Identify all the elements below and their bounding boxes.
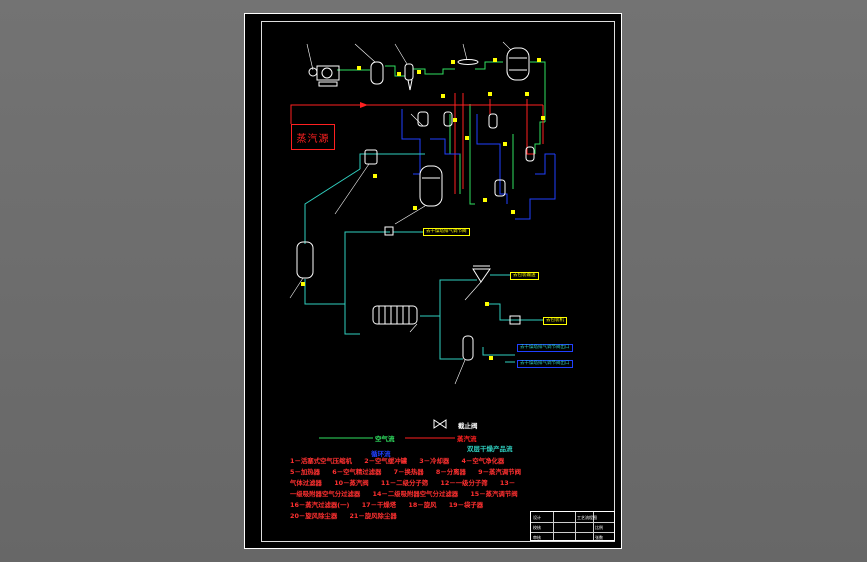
dry-product-pipes [304, 153, 543, 363]
part-item: 5－加热器 [290, 468, 321, 476]
air-pipe-cooler-separator [413, 68, 455, 75]
part-item: 9－蒸汽调节阀 [478, 468, 521, 476]
part-item: 18－旋风 [408, 501, 437, 509]
air-purifier [457, 59, 479, 65]
title-block-sheets: 张数 [595, 535, 603, 540]
air-pipe-down-a [469, 104, 475, 205]
rotary-dryer [372, 305, 418, 325]
part-item: 15－蒸汽调节阀 [470, 490, 518, 498]
heat-exchanger [364, 149, 378, 165]
part-item: 11－二级分子筛 [380, 479, 429, 487]
valve-markers [301, 58, 545, 360]
product-label-2: 去包装输送 [510, 272, 539, 280]
part-item: 1－活塞式空气压缩机 [290, 457, 352, 465]
part-item: 气体过滤器 [290, 479, 322, 487]
vessel-d [525, 146, 535, 162]
product-pipe-branch-up [344, 231, 390, 304]
product-pipe-dryer-down [439, 316, 463, 360]
circ-pipe-upper [430, 138, 460, 155]
circ-pipe-left [401, 109, 408, 140]
part-item: 17－干燥塔 [361, 501, 397, 509]
product-pipe-out-3 [482, 347, 515, 356]
vessel-e [494, 179, 506, 197]
separator-tank [506, 47, 530, 81]
cyclone-separator [472, 265, 491, 283]
vessel-c [488, 113, 498, 129]
part-item: 6－空气精过滤器 [332, 468, 382, 476]
part-item: 10－蒸汽阀 [334, 479, 369, 487]
product-label-4: 去干燥塔排气调节阀出口 [517, 344, 573, 352]
air-buffer-tank [370, 61, 384, 85]
leader-lines [289, 41, 512, 385]
part-item: 12－一级分子筛 [440, 479, 488, 487]
product-label-3: 去包装机 [543, 317, 567, 325]
bag-filter [384, 226, 521, 325]
part-item: 16－蒸汽过滤器(一) [290, 501, 350, 509]
steam-arrow [360, 102, 368, 108]
drying-column-left [296, 241, 314, 279]
title-block-designer: 设计 [533, 515, 541, 520]
steam-pipe-drop-4 [526, 99, 535, 155]
legend-symbols [319, 419, 455, 439]
equipment [296, 47, 535, 361]
legend-valve-symbol [433, 419, 441, 429]
circulation-pipes [401, 109, 556, 220]
circ-pipe-far-right [515, 154, 556, 220]
product-label-5: 去干燥塔排气调节阀出口 [517, 360, 573, 368]
part-item: 8－分离器 [435, 468, 466, 476]
part-item: 3－冷却器 [419, 457, 450, 465]
legend-circulation-label: 循环流 [371, 450, 391, 458]
part-item: 4－空气净化器 [461, 457, 505, 465]
drawing-frame [261, 21, 615, 542]
drawing-sheet: 蒸汽源 去干燥塔排气调节阀 去包装输送 去包装机 去干燥塔排气调节阀出口 去干燥… [244, 13, 622, 549]
title-block: 设计 校核 审核 工艺流程图 比例 张数 [530, 511, 615, 541]
legend-steam-label: 蒸汽流 [457, 435, 477, 443]
vessel-b [443, 111, 453, 127]
circ-pipe-loop-end [535, 153, 555, 175]
product-label-1: 去干燥塔排气调节阀 [423, 228, 470, 236]
title-block-reviewer: 审核 [533, 535, 541, 540]
product-pipe-to-column-left [304, 168, 361, 244]
part-item: 14－二级吸附器空气分过滤器 [372, 490, 459, 498]
part-item: 一级吸附器空气分过滤器 [290, 490, 361, 498]
part-item: 2－空气缓冲罐 [364, 457, 407, 465]
part-item: 7－换热器 [393, 468, 424, 476]
circ-pipe-mid-right [476, 114, 501, 164]
part-item: 21－旋风除尘器 [349, 512, 397, 520]
part-item: 20－旋风除尘器 [290, 512, 338, 520]
product-pipe-dryer-loop [485, 303, 507, 321]
steam-pipe-source-main [290, 104, 455, 124]
legend-valve-label: 截止阀 [458, 422, 478, 430]
air-pipe-right-loop [534, 121, 545, 154]
legend-product-label: 双层干燥产品流 [467, 445, 513, 453]
steam-pipes [290, 93, 544, 194]
part-item: 19－袋子器 [448, 501, 484, 509]
parts-list: 1－活塞式空气压缩机 2－空气缓冲罐 3－冷却器 4－空气净化器 5－加热器 6… [290, 456, 590, 522]
product-pipe-dryer-right [420, 279, 477, 317]
molecular-sieve-tower [419, 165, 443, 207]
product-pipe-tank-to-cyclone [359, 153, 425, 169]
title-block-scale: 比例 [595, 525, 603, 530]
circ-pipe-right [499, 164, 508, 204]
circ-pipe-left-loop [408, 138, 421, 175]
process-flow-diagram [289, 41, 556, 385]
title-block-checker: 校核 [533, 525, 541, 530]
cooler [404, 63, 414, 91]
title-block-drawing-name: 工艺流程图 [577, 515, 597, 520]
legend-air-label: 空气流 [375, 435, 395, 443]
steam-source-box: 蒸汽源 [291, 124, 335, 150]
part-item: 13－ [499, 479, 516, 487]
product-vessel [462, 335, 474, 361]
air-compressor [308, 65, 340, 87]
